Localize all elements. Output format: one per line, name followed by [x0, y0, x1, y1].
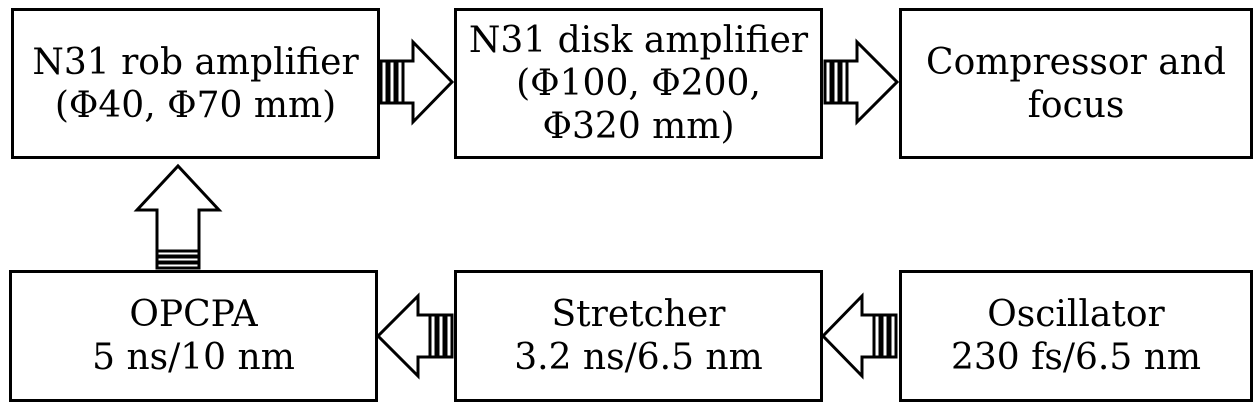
arrow-rob-to-disk [379, 38, 455, 126]
arrow-oscillator-to-stretcher [820, 292, 898, 380]
rob-amplifier-sublabel: (Φ40, Φ70 mm) [54, 84, 337, 126]
arrow-opcpa-to-rob [133, 163, 223, 270]
stretcher-sublabel: 3.2 ns/6.5 nm [514, 337, 763, 378]
disk-amplifier-sublabel-2: Φ320 mm) [542, 106, 735, 147]
oscillator-label: Oscillator [987, 294, 1165, 335]
disk-amplifier-sublabel-1: (Φ100, Φ200, [516, 63, 761, 104]
arrow-disk-to-compressor [823, 38, 900, 126]
opcpa-box: OPCPA 5 ns/10 nm [9, 270, 378, 402]
rob-amplifier-label: N31 rob amplifier [32, 41, 359, 83]
stretcher-box: Stretcher 3.2 ns/6.5 nm [454, 270, 823, 402]
rob-amplifier-box: N31 rob amplifier (Φ40, Φ70 mm) [11, 8, 380, 159]
compressor-sublabel: focus [1027, 84, 1125, 126]
opcpa-label: OPCPA [129, 294, 258, 335]
compressor-label: Compressor and [926, 41, 1226, 83]
compressor-box: Compressor and focus [899, 8, 1253, 159]
disk-amplifier-box: N31 disk amplifier (Φ100, Φ200, Φ320 mm) [454, 8, 823, 159]
oscillator-sublabel: 230 fs/6.5 nm [950, 337, 1202, 378]
disk-amplifier-label: N31 disk amplifier [468, 20, 809, 61]
arrow-stretcher-to-opcpa [375, 292, 454, 380]
opcpa-sublabel: 5 ns/10 nm [92, 337, 295, 378]
stretcher-label: Stretcher [551, 294, 726, 335]
oscillator-box: Oscillator 230 fs/6.5 nm [899, 270, 1253, 402]
